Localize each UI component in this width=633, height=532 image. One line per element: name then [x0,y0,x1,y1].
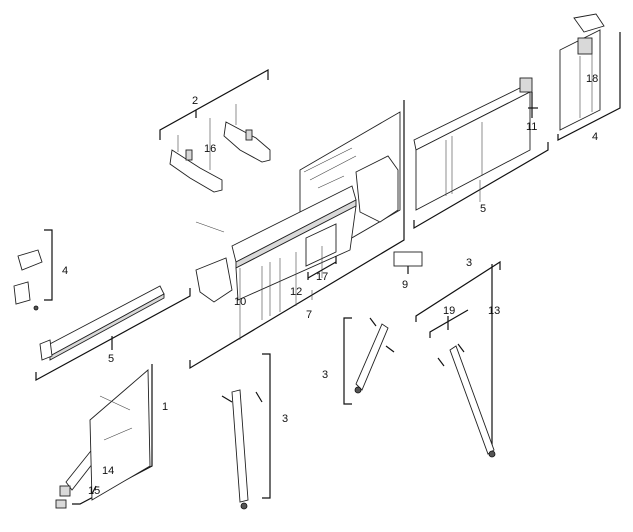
callout-17: 17 [316,271,328,283]
assembly-3-middle-leg [221,353,271,510]
callout-13: 13 [488,305,500,317]
callout-10: 10 [234,296,246,308]
assembly-3-center-leg [343,317,395,405]
callout-5-upper: 5 [480,203,486,215]
assembly-18-bracket [557,13,621,141]
callout-2: 2 [192,95,198,107]
assembly-1-leg [55,364,153,509]
callout-1: 1 [162,401,168,413]
callout-19: 19 [443,305,455,317]
callout-9: 9 [402,279,408,291]
callout-14: 14 [102,465,114,477]
callout-18: 18 [586,73,598,85]
callout-4-top-right: 4 [592,131,598,143]
assembly-4-left-bracket [13,229,53,311]
assembly-5-upper-rail [413,77,549,230]
callout-4-left: 4 [62,265,68,277]
assembly-2-brackets [159,68,271,193]
callout-5-lower: 5 [108,353,114,365]
part-9-plate [393,251,423,274]
callout-15: 15 [88,485,100,497]
assembly-5-lower-rail [35,285,191,382]
assembly-3-right-leg [415,260,501,458]
assembly-7-table-body [189,100,405,370]
callout-11: 11 [526,121,537,133]
callout-3-right: 3 [466,257,472,269]
callout-labels: 2 16 18 4 11 5 4 5 10 12 17 7 9 3 19 13 … [62,73,598,497]
callout-3-middle: 3 [282,413,288,425]
callout-16: 16 [204,143,216,155]
callout-3-center: 3 [322,369,328,381]
callout-7: 7 [306,309,312,321]
callout-12: 12 [290,286,302,298]
